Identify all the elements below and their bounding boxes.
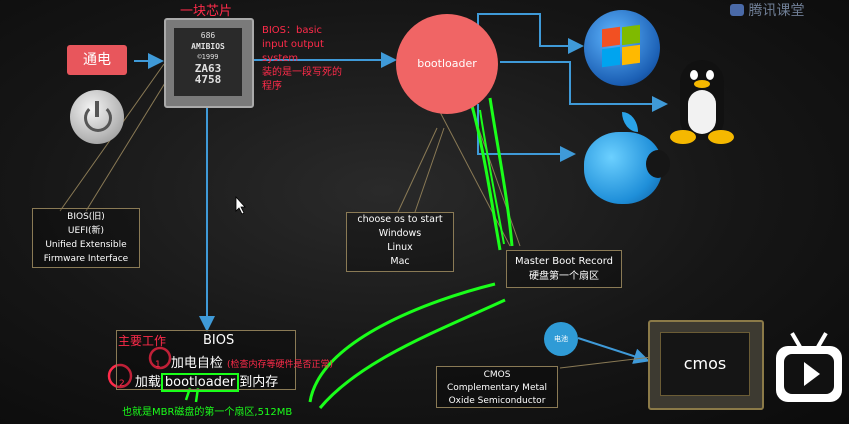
tv-mascot-icon[interactable] <box>776 332 842 402</box>
main-work-label: 主要工作 <box>118 334 167 348</box>
battery-circle: 电池 <box>544 322 578 356</box>
mouse-cursor-icon <box>235 195 246 215</box>
red-circle-1 <box>148 346 172 370</box>
cmos-chip-label: cmos <box>660 332 750 396</box>
bios-uefi-box: BIOS(旧) UEFI(新) Unified Extensible Firmw… <box>32 208 140 268</box>
power-icon[interactable] <box>70 90 124 144</box>
arrow-to-mac <box>477 104 576 162</box>
chip-text-2: AMIBIOS <box>191 42 225 51</box>
os-option-mac: Mac <box>390 256 410 267</box>
os-option-linux: Linux <box>387 242 413 253</box>
choose-os-title: choose os to start <box>357 214 443 225</box>
bios-chip: 686 AMIBIOS ©1999 ZA63 4758 <box>164 18 254 108</box>
mbr-sector-note: 也就是MBR磁盘的第一个扇区,512MB <box>122 407 293 418</box>
chip-text-1: 686 <box>200 31 216 40</box>
watermark: 腾讯课堂 <box>730 0 804 20</box>
chip-text-4: ZA63 <box>194 62 222 75</box>
arrow-to-linux <box>500 61 668 112</box>
power-on-button[interactable]: 通电 <box>67 45 127 75</box>
bootloader-highlight: bootloader <box>160 373 240 392</box>
bios-work-title: BIOS <box>203 333 235 348</box>
cmos-chip: cmos <box>648 320 764 410</box>
watermark-logo-icon <box>730 4 744 16</box>
windows-icon <box>584 10 660 86</box>
os-option-windows: Windows <box>378 228 422 239</box>
bios-definition-note: BIOS：basic input output system 装的是一段写死的 … <box>262 25 342 92</box>
mbr-box: Master Boot Record 硬盘第一个扇区 <box>506 250 622 288</box>
arrow-battery-to-cmos <box>577 337 650 364</box>
chip-text-3: ©1999 <box>197 53 219 61</box>
bios-chip-face: 686 AMIBIOS ©1999 ZA63 4758 <box>174 28 242 96</box>
chip-title: 一块芯片 <box>180 4 233 19</box>
bootloader-circle: bootloader <box>396 14 498 114</box>
linux-tux-icon <box>664 60 740 148</box>
cmos-text-box: CMOS Complementary Metal Oxide Semicondu… <box>436 366 558 408</box>
bios-step-1: 1 加电自检 (检查内存等硬件是否正常) <box>155 356 334 371</box>
choose-os-box: choose os to start Windows Linux Mac <box>346 212 454 272</box>
red-circle-2 <box>107 363 133 389</box>
chip-text-5: 4758 <box>194 73 222 86</box>
apple-icon <box>584 112 670 204</box>
